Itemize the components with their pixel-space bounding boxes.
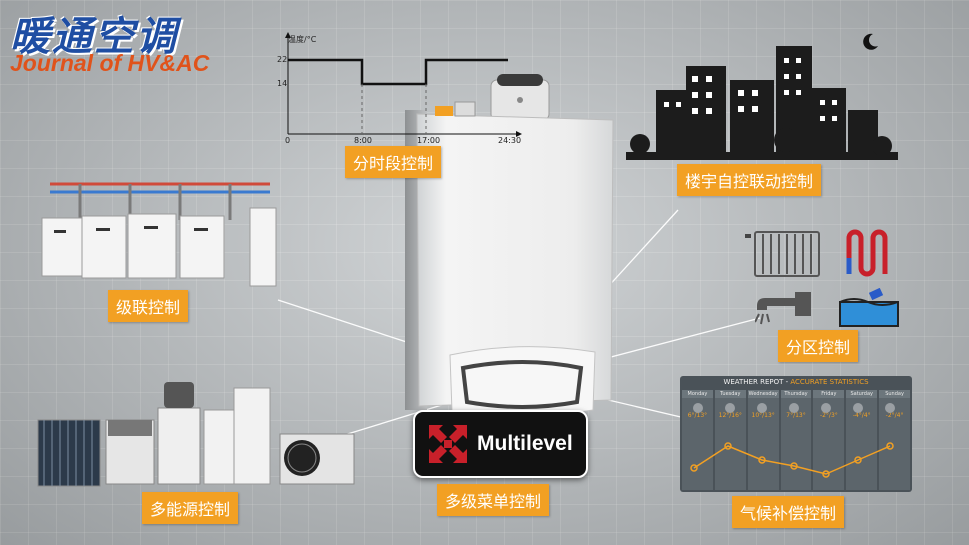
weather-report-panel: WEATHER REPOT - ACCURATE STATISTICS Mond… [680,376,912,492]
chart-ylabel: 温度/°C [288,35,317,44]
chart-xtick-0: 0 [285,136,291,145]
boiler-illustration [405,74,614,418]
label-zone-control: 分区控制 [778,330,859,362]
faucet-icon [755,292,811,325]
weather-day-column: Saturday-4°/4° [846,390,878,490]
multilevel-text: Multilevel [477,432,573,455]
label-multilevel-menu-control: 多级菜单控制 [437,484,550,516]
multi-energy-equipment-icon [37,382,355,487]
chart-xtick-24: 24:30 [498,136,522,145]
chart-ytick-14: 14 [277,79,288,88]
logo-english: Journal of HV&AC [10,50,210,76]
weather-trend-line [690,403,895,478]
moon-icon [863,33,878,50]
schedule-chart [285,32,522,137]
water-tank-icon [839,288,899,327]
label-time-control: 分时段控制 [345,146,442,178]
label-weather-compensation-control: 气候补偿控制 [732,496,845,528]
multilevel-logo-icon [429,425,467,463]
multilevel-badge: Multilevel [413,410,588,478]
chart-xtick-17: 17:00 [417,136,441,145]
floor-heating-pipe-icon [846,229,888,277]
chart-xtick-8: 8:00 [354,136,372,145]
radiator-icon [745,231,820,277]
cascade-boilers-icon [41,182,277,287]
label-building-control: 楼宇自控联动控制 [677,164,822,196]
logo-chinese: 暖通空调 [10,14,178,60]
chart-ytick-22: 22 [277,55,288,64]
city-skyline-icon [626,46,898,160]
label-multi-energy-control: 多能源控制 [142,492,239,524]
weather-panel-title: WEATHER REPOT - ACCURATE STATISTICS [723,378,869,386]
label-cascade-control: 级联控制 [108,290,189,322]
